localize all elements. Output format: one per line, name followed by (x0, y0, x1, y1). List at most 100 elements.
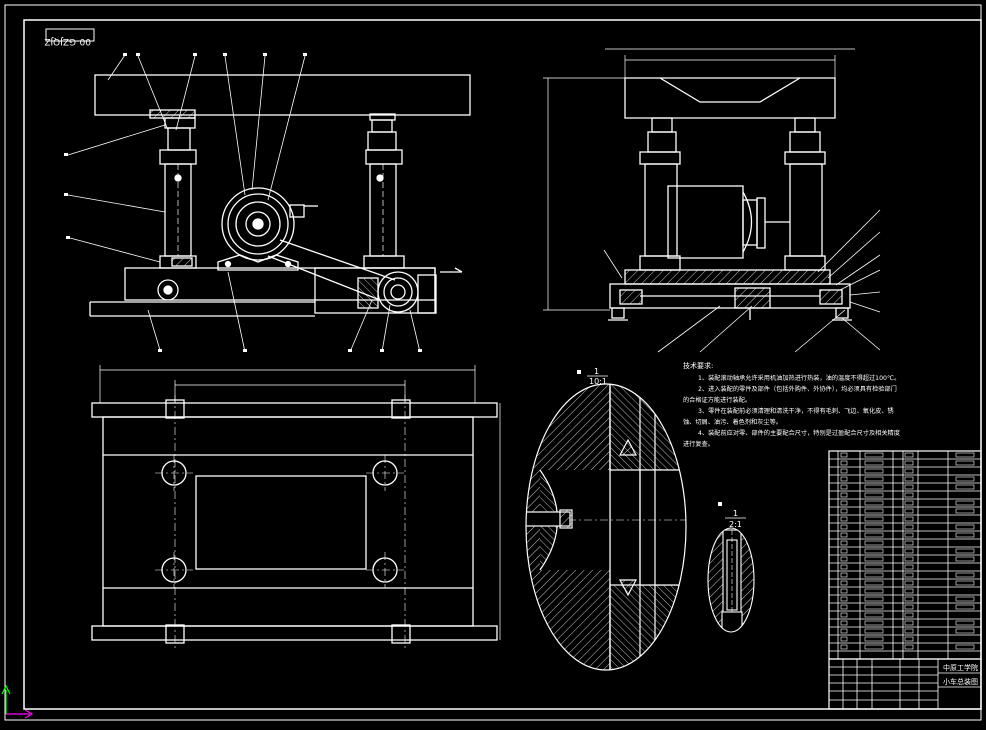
parts-cell-mark (864, 484, 884, 490)
tech-req-line-1: 1、装配滚动轴承允许采用机油加热进行热装，油的温度不得超过100℃。 (698, 374, 900, 382)
detail-view-large (525, 383, 687, 671)
parts-cell-mark (864, 476, 884, 482)
parts-cell-mark (904, 452, 914, 458)
parts-cell-mark (840, 492, 848, 498)
tech-req-line-5: 蚀、切屑、油污、着色剂和灰尘等。 (683, 418, 782, 426)
parts-cell-mark (904, 556, 914, 562)
parts-cell-mark (955, 460, 975, 466)
detail-scale-10-1: 1 10:1 (577, 367, 608, 386)
parts-cell-mark (904, 508, 914, 514)
tech-req-line-7: 进行复查。 (683, 440, 714, 448)
parts-cell-mark (840, 516, 848, 522)
parts-list-table (828, 450, 982, 660)
tech-req-title: 技术要求: (683, 361, 713, 370)
parts-cell-mark (864, 516, 884, 522)
parts-cell-mark (955, 572, 975, 578)
parts-cell-mark (864, 644, 884, 650)
side-view-leaders (603, 209, 881, 353)
parts-cell-mark (955, 580, 975, 586)
parts-cell-mark (840, 452, 848, 458)
parts-cell-mark (840, 596, 848, 602)
parts-cell-mark (864, 572, 884, 578)
parts-cell-mark (955, 548, 975, 554)
parts-cell-mark (840, 620, 848, 626)
parts-cell-mark (955, 524, 975, 530)
detail-view-small (707, 527, 755, 633)
parts-cell-mark (840, 556, 848, 562)
parts-cell-mark (904, 500, 914, 506)
parts-cell-mark (864, 604, 884, 610)
parts-cell-mark (955, 532, 975, 538)
parts-cell-mark (904, 612, 914, 618)
parts-cell-mark (955, 476, 975, 482)
parts-cell-mark (955, 620, 975, 626)
parts-cell-mark (840, 580, 848, 586)
front-view-balloons (64, 53, 422, 352)
parts-cell-mark (904, 596, 914, 602)
parts-cell-mark (864, 580, 884, 586)
parts-cell-mark (955, 596, 975, 602)
parts-cell-mark (840, 628, 848, 634)
parts-cell-mark (864, 492, 884, 498)
parts-cell-mark (864, 620, 884, 626)
parts-cell-mark (840, 484, 848, 490)
parts-cell-mark (955, 556, 975, 562)
parts-cell-mark (955, 604, 975, 610)
parts-cell-mark (864, 636, 884, 642)
tech-req-line-3: 的合格证方能进行装配。 (683, 396, 751, 404)
parts-cell-mark (904, 620, 914, 626)
parts-cell-mark (864, 532, 884, 538)
parts-cell-mark (840, 532, 848, 538)
parts-cell-mark (864, 508, 884, 514)
parts-cell-mark (904, 604, 914, 610)
parts-cell-mark (864, 540, 884, 546)
parts-cell-mark (904, 628, 914, 634)
parts-cell-mark (840, 468, 848, 474)
parts-cell-mark (904, 636, 914, 642)
parts-cell-mark (955, 508, 975, 514)
parts-cell-mark (904, 468, 914, 474)
parts-cell-mark (840, 636, 848, 642)
detail-scale-2-1: 1 2:1 (718, 502, 746, 529)
top-view-centerlines (155, 395, 406, 650)
parts-cell-mark (904, 588, 914, 594)
parts-cell-mark (840, 540, 848, 546)
parts-cell-mark (955, 644, 975, 650)
drawing-code-text: 00-GZJQJZ (44, 36, 91, 46)
parts-cell-mark (840, 572, 848, 578)
parts-cell-mark (904, 532, 914, 538)
ucs-axis-icon (1, 684, 34, 719)
parts-cell-mark (840, 612, 848, 618)
parts-cell-mark (840, 644, 848, 650)
parts-cell-mark (904, 460, 914, 466)
parts-cell-mark (840, 588, 848, 594)
parts-cell-mark (955, 484, 975, 490)
parts-cell-mark (904, 516, 914, 522)
title-block (828, 658, 982, 710)
parts-cell-mark (864, 564, 884, 570)
parts-cell-mark (840, 604, 848, 610)
parts-cell-mark (955, 500, 975, 506)
detail-scale-den: 10:1 (589, 377, 607, 386)
side-view (543, 48, 855, 321)
parts-cell-mark (864, 500, 884, 506)
title-school: 中原工学院 (943, 663, 978, 672)
parts-cell-mark (904, 572, 914, 578)
parts-cell-mark (840, 564, 848, 570)
tech-req-line-6: 4、装配前应对零、部件的主要配合尺寸，特别是过盈配合尺寸及相关精度 (698, 429, 900, 437)
parts-cell-mark (864, 468, 884, 474)
parts-cell-mark (904, 644, 914, 650)
parts-cell-mark (904, 548, 914, 554)
parts-cell-mark (864, 524, 884, 530)
parts-cell-mark (904, 476, 914, 482)
title-drawing-name: 小车总装图 (943, 677, 978, 686)
parts-cell-mark (840, 524, 848, 530)
tech-req-line-2: 2、进入装配的零件及部件（包括外购件、外协件），均必须具有检验部门 (698, 385, 897, 393)
parts-cell-mark (864, 628, 884, 634)
parts-cell-mark (904, 492, 914, 498)
detail2-scale-den: 2:1 (729, 520, 742, 529)
parts-cell-mark (840, 508, 848, 514)
parts-cell-mark (864, 452, 884, 458)
top-view (91, 365, 501, 644)
